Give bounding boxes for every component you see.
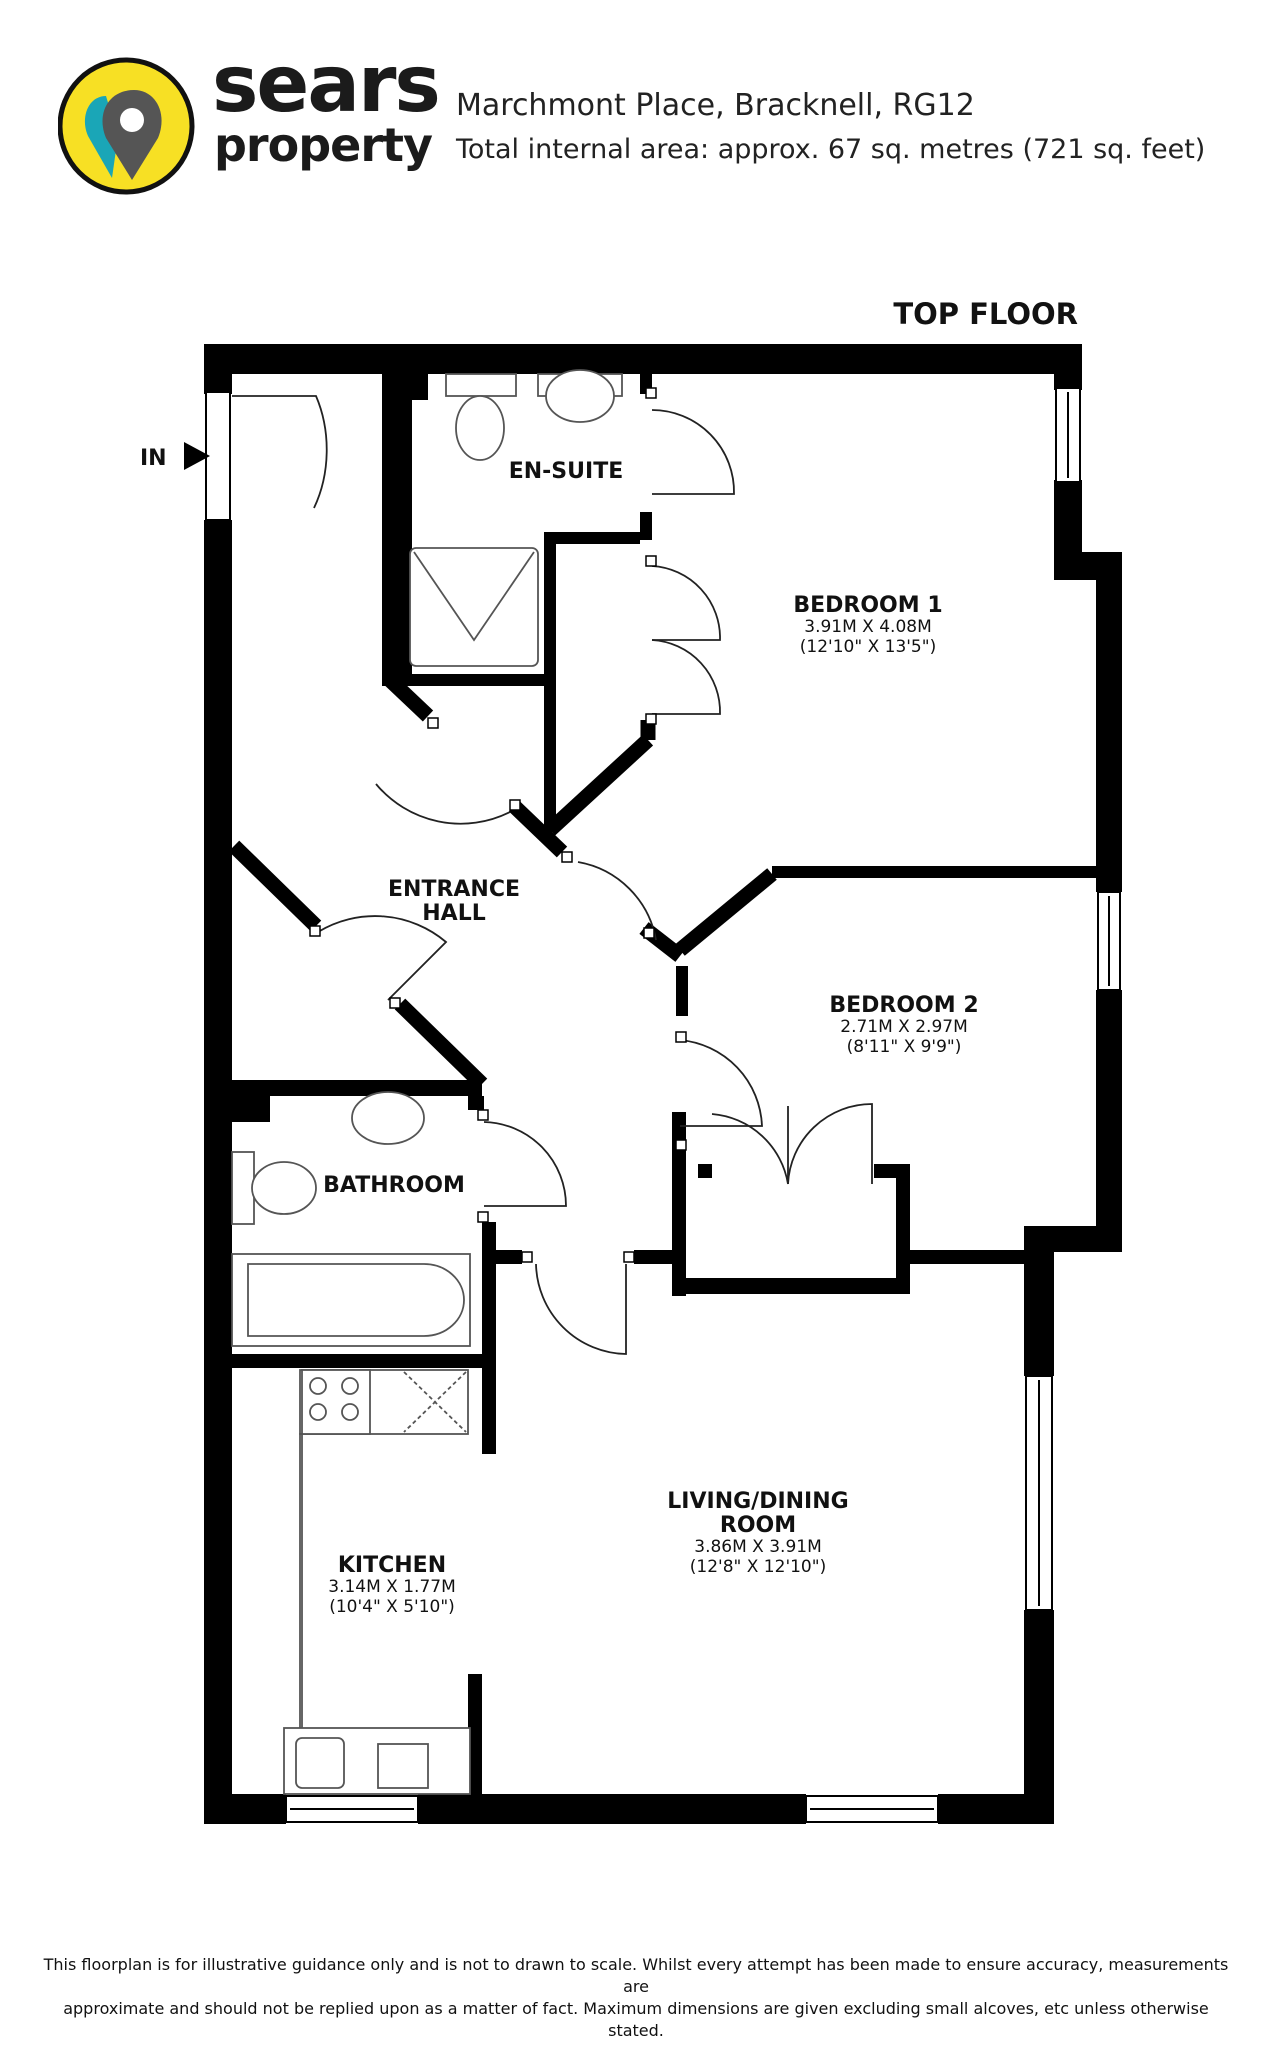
toilet-cistern-icon [445, 373, 517, 397]
entrance-label: IN [140, 446, 167, 471]
disclaimer-line-1: This floorplan is for illustrative guida… [43, 1955, 1229, 1996]
total-internal-area: Total internal area: approx. 67 sq. metr… [456, 134, 1206, 165]
floor-label: TOP FLOOR [893, 297, 1078, 331]
living-name-1: LIVING/DINING [667, 1489, 848, 1514]
ensuite-name: EN-SUITE [509, 459, 624, 484]
living-dim-metric: 3.86M X 3.91M [694, 1537, 822, 1557]
bedroom1-dim-metric: 3.91M X 4.08M [804, 617, 932, 637]
door-swings [232, 395, 873, 1355]
bathroom-name: BATHROOM [323, 1173, 465, 1198]
disclaimer: This floorplan is for illustrative guida… [40, 1954, 1232, 2042]
entrance-hall-name-1: ENTRANCE [388, 877, 520, 902]
sink-icon [545, 369, 615, 423]
property-address: Marchmont Place, Bracknell, RG12 [456, 88, 975, 123]
brand-name-property: property [214, 118, 433, 172]
living-name-2: ROOM [720, 1513, 796, 1538]
drainer-icon [377, 1743, 429, 1789]
kitchen-sink-icon [295, 1737, 345, 1789]
brand-name-sears: sears [212, 40, 441, 130]
kitchen-dim-metric: 3.14M X 1.77M [328, 1577, 456, 1597]
kitchen-fixtures [283, 1369, 471, 1795]
interior-walls [232, 344, 1096, 1824]
bedroom2-dim-metric: 2.71M X 2.97M [840, 1017, 968, 1037]
bedroom1-name: BEDROOM 1 [793, 593, 942, 618]
living-dim-imperial: (12'8" X 12'10") [690, 1557, 826, 1577]
sink-icon [351, 1091, 425, 1145]
exterior-walls [204, 344, 1122, 1824]
bedroom2-dim-imperial: (8'11" X 9'9") [847, 1037, 962, 1057]
door-jambs [309, 387, 687, 1263]
location-pin-icon [58, 57, 195, 195]
bedroom2-name: BEDROOM 2 [829, 993, 978, 1018]
diagonal-walls [228, 674, 777, 1090]
header: sears property Marchmont Place, Bracknel… [0, 0, 1272, 220]
toilet-icon [251, 1161, 317, 1215]
entrance-arrow-icon [184, 442, 210, 470]
kitchen-name: KITCHEN [338, 1553, 446, 1578]
kitchen-dim-imperial: (10'4" X 5'10") [329, 1597, 455, 1617]
sears-property-logo[interactable]: sears property [58, 46, 441, 196]
ensuite-fixtures [409, 369, 623, 667]
entrance-hall-name-2: HALL [422, 901, 485, 926]
shower-tray-icon [409, 547, 539, 667]
toilet-icon [455, 395, 505, 461]
windows [205, 387, 1121, 1823]
disclaimer-line-2: approximate and should not be replied up… [63, 1999, 1209, 2040]
bedroom1-dim-imperial: (12'10" X 13'5") [800, 637, 936, 657]
bathroom-fixtures [231, 1091, 471, 1347]
toilet-cistern-icon [231, 1151, 255, 1225]
